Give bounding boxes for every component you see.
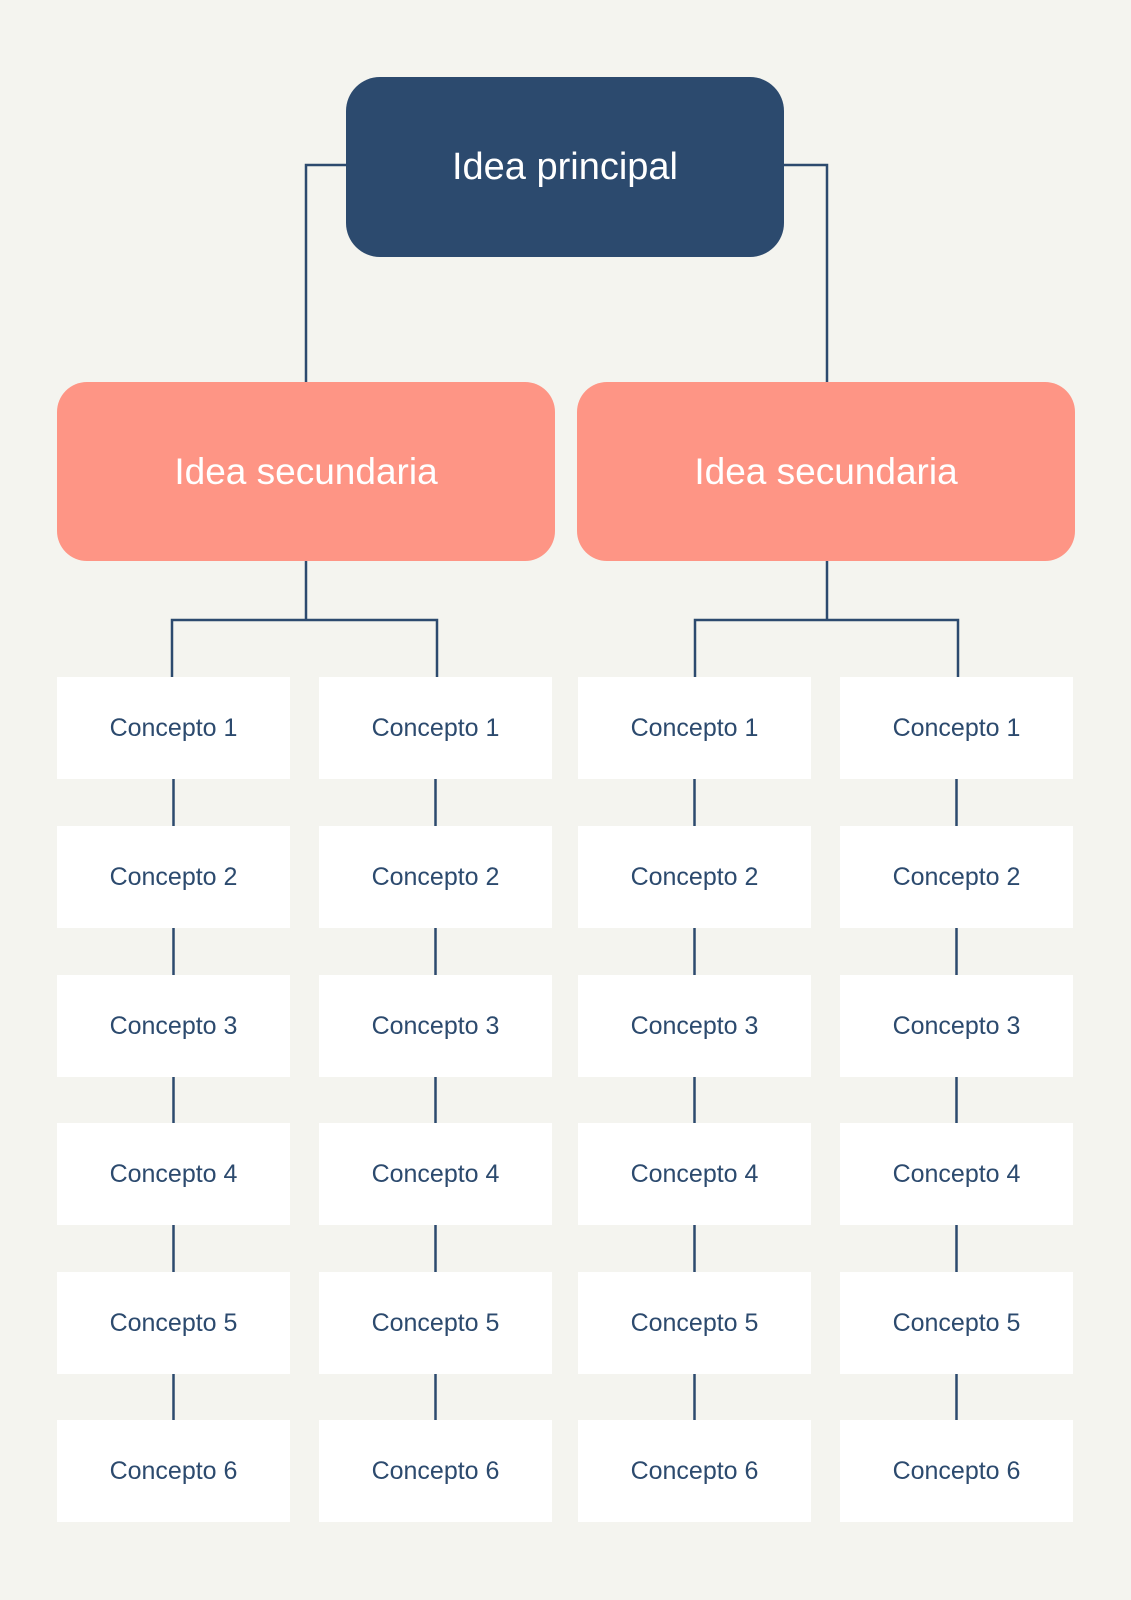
connector-main-to-left <box>304 163 346 382</box>
concept-box: Concepto 2 <box>319 826 552 928</box>
concept-label: Concepto 1 <box>371 713 500 742</box>
connector-left-bracket <box>170 618 439 677</box>
secondary-idea-label: Idea secundaria <box>174 450 438 492</box>
concept-box: Concepto 1 <box>578 677 811 779</box>
concept-label: Concepto 6 <box>892 1456 1021 1485</box>
concept-links <box>172 779 958 1420</box>
concept-box: Concepto 3 <box>840 975 1073 1077</box>
concept-box: Concepto 5 <box>57 1272 290 1374</box>
concept-label: Concepto 5 <box>109 1308 238 1337</box>
concept-box: Concepto 1 <box>840 677 1073 779</box>
concept-label: Concepto 1 <box>630 713 759 742</box>
concept-label: Concepto 4 <box>892 1159 1021 1188</box>
concept-box: Concepto 6 <box>578 1420 811 1522</box>
concept-box: Concepto 1 <box>57 677 290 779</box>
concept-box: Concepto 3 <box>319 975 552 1077</box>
concept-label: Concepto 3 <box>892 1011 1021 1040</box>
concept-label: Concepto 6 <box>371 1456 500 1485</box>
concept-label: Concepto 4 <box>109 1159 238 1188</box>
connector-main-to-right <box>784 163 829 382</box>
concept-label: Concepto 2 <box>371 862 500 891</box>
concept-label: Concepto 5 <box>630 1308 759 1337</box>
concept-box: Concepto 5 <box>578 1272 811 1374</box>
concept-label: Concepto 3 <box>630 1011 759 1040</box>
concept-label: Concepto 3 <box>109 1011 238 1040</box>
concept-label: Concepto 1 <box>109 713 238 742</box>
concept-box: Concepto 3 <box>578 975 811 1077</box>
concept-label: Concepto 6 <box>630 1456 759 1485</box>
concept-box: Concepto 4 <box>840 1123 1073 1225</box>
concept-label: Concepto 1 <box>892 713 1021 742</box>
concept-box: Concepto 4 <box>578 1123 811 1225</box>
main-idea-label: Idea principal <box>451 145 679 188</box>
concept-box: Concepto 2 <box>840 826 1073 928</box>
concept-box: Concepto 6 <box>319 1420 552 1522</box>
secondary-idea-right: Idea secundaria <box>577 382 1075 561</box>
concept-label: Concepto 3 <box>371 1011 500 1040</box>
secondary-idea-label: Idea secundaria <box>694 450 958 492</box>
concept-box: Concepto 4 <box>57 1123 290 1225</box>
concept-label: Concepto 5 <box>892 1308 1021 1337</box>
concept-label: Concepto 2 <box>892 862 1021 891</box>
concept-box: Concepto 2 <box>578 826 811 928</box>
concept-box: Concepto 5 <box>319 1272 552 1374</box>
concept-box: Concepto 6 <box>57 1420 290 1522</box>
concept-label: Concepto 4 <box>371 1159 500 1188</box>
concept-box: Concepto 2 <box>57 826 290 928</box>
concept-box: Concepto 6 <box>840 1420 1073 1522</box>
concept-label: Concepto 2 <box>630 862 759 891</box>
concept-label: Concepto 6 <box>109 1456 238 1485</box>
main-idea-node: Idea principal <box>346 77 784 257</box>
concept-label: Concepto 4 <box>630 1159 759 1188</box>
concept-box: Concepto 4 <box>319 1123 552 1225</box>
concept-label: Concepto 2 <box>109 862 238 891</box>
connector-right-bracket <box>693 618 960 677</box>
secondary-idea-left: Idea secundaria <box>57 382 555 561</box>
concept-label: Concepto 5 <box>371 1308 500 1337</box>
concept-box: Concepto 5 <box>840 1272 1073 1374</box>
concept-box: Concepto 1 <box>319 677 552 779</box>
concept-box: Concepto 3 <box>57 975 290 1077</box>
